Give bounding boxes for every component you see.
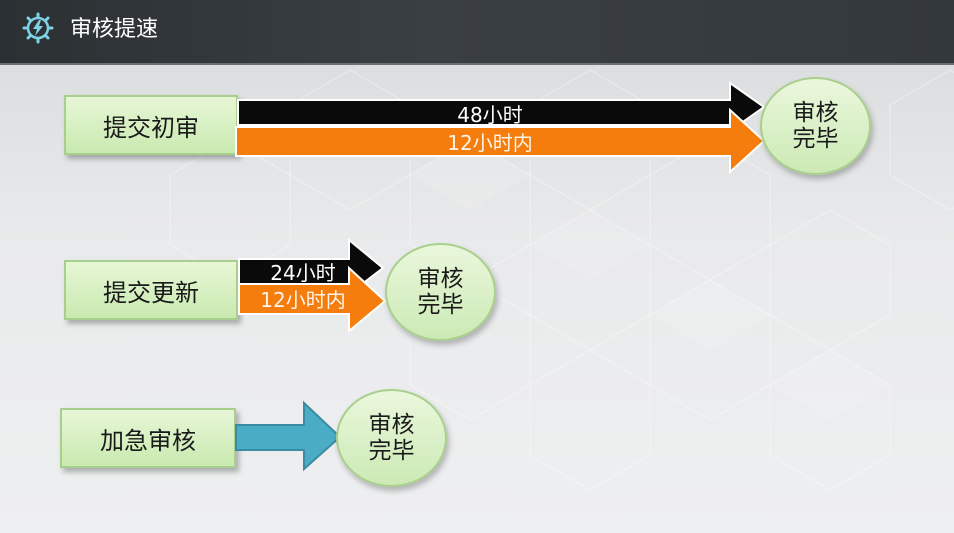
- start-box-expedited: 加急审核: [60, 408, 236, 468]
- end-circle-row1: 审核 完毕: [760, 77, 871, 175]
- lightning-gear-icon: [22, 12, 54, 44]
- row2-black-label: 24小时: [270, 261, 336, 285]
- page-title: 审核提速: [70, 17, 159, 42]
- circle-line2: 完毕: [792, 126, 839, 152]
- blue-arrow: [235, 400, 342, 472]
- circle-line1: 审核: [368, 412, 415, 438]
- end-circle-row2: 审核 完毕: [385, 243, 496, 341]
- black-arrow: [237, 81, 766, 133]
- orange-arrow: [235, 107, 766, 175]
- circle-line2: 完毕: [417, 292, 464, 318]
- circle-line1: 审核: [792, 100, 839, 126]
- orange-arrow: [238, 265, 387, 334]
- header-bar: 审核提速: [0, 0, 954, 65]
- row1-arrows: [235, 81, 766, 175]
- start-box-update: 提交更新: [64, 260, 238, 320]
- circle-line2: 完毕: [368, 438, 415, 464]
- row2-orange-label: 12小时内: [260, 288, 346, 312]
- start-box-label: 加急审核: [100, 426, 196, 455]
- row3-arrows: [235, 400, 342, 472]
- start-box-initial-review: 提交初审: [64, 95, 238, 155]
- start-box-label: 提交初审: [103, 113, 199, 142]
- circle-line1: 审核: [417, 266, 464, 292]
- end-circle-row3: 审核 完毕: [336, 389, 447, 487]
- row2-arrows: [238, 237, 387, 334]
- row1-orange-label: 12小时内: [447, 131, 533, 155]
- start-box-label: 提交更新: [103, 278, 199, 307]
- row1-black-label: 48小时: [457, 103, 523, 127]
